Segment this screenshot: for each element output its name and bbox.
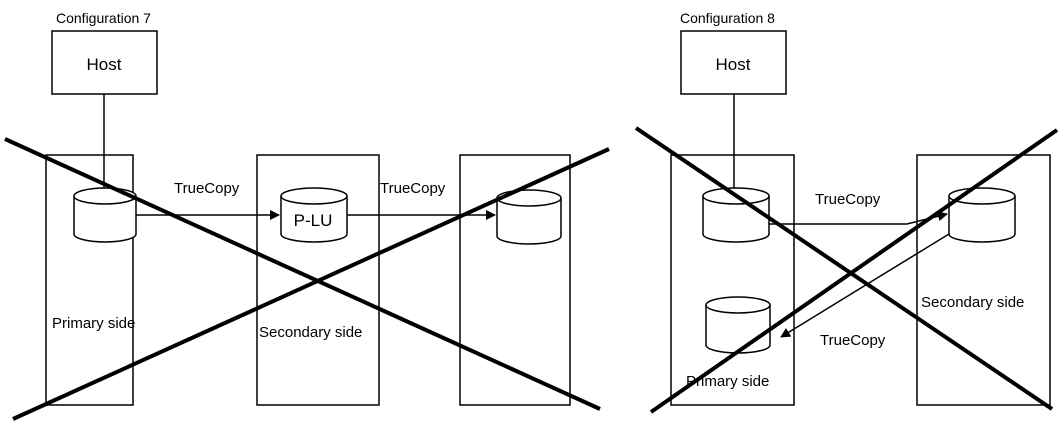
config-8-returned-volume-icon [705, 296, 771, 354]
config-7-cross-line-1 [4, 137, 601, 411]
config-7-remote-volume-icon [496, 189, 562, 245]
config-7-secondary-label: Secondary side [259, 324, 362, 341]
config-8-truecopy-label-2: TrueCopy [820, 332, 886, 349]
config-7-cross-line-2 [12, 147, 610, 421]
config-7-title: Configuration 7 [56, 10, 151, 26]
config-7-host-box [51, 30, 158, 95]
config-7-primary-label: Primary side [52, 315, 135, 332]
config-7-primary-site [45, 154, 134, 406]
config-7-plu-label: P-LU [294, 211, 333, 230]
configuration-7: Configuration 7 Host Primary side Second… [4, 10, 610, 421]
config-7-plu-volume-icon [280, 187, 348, 243]
config-8-primary-label: Primary side [686, 373, 769, 390]
config-7-remote-site [459, 154, 571, 406]
config-8-secondary-label: Secondary side [921, 294, 1024, 311]
config-8-host-box [680, 30, 787, 95]
config-8-truecopy-arrow-1 [769, 211, 948, 225]
config-8-primary-site [670, 154, 795, 406]
config-8-cross-line-1 [634, 126, 1054, 411]
config-8-host-label: Host [716, 55, 751, 74]
config-8-truecopy-arrow-2 [780, 233, 950, 338]
config-8-truecopy-label-1: TrueCopy [815, 191, 881, 208]
config-7-secondary-site [256, 154, 380, 406]
config-8-cross-line-2 [649, 128, 1059, 414]
config-8-title: Configuration 8 [680, 10, 775, 26]
config-7-host-label: Host [87, 55, 122, 74]
config-8-secondary-volume-icon [948, 187, 1016, 243]
configuration-8: Configuration 8 Host Primary side Second… [634, 10, 1059, 414]
config-7-truecopy-label-1: TrueCopy [174, 180, 240, 197]
config-7-truecopy-label-2: TrueCopy [380, 180, 446, 197]
config-8-secondary-site [916, 154, 1051, 406]
